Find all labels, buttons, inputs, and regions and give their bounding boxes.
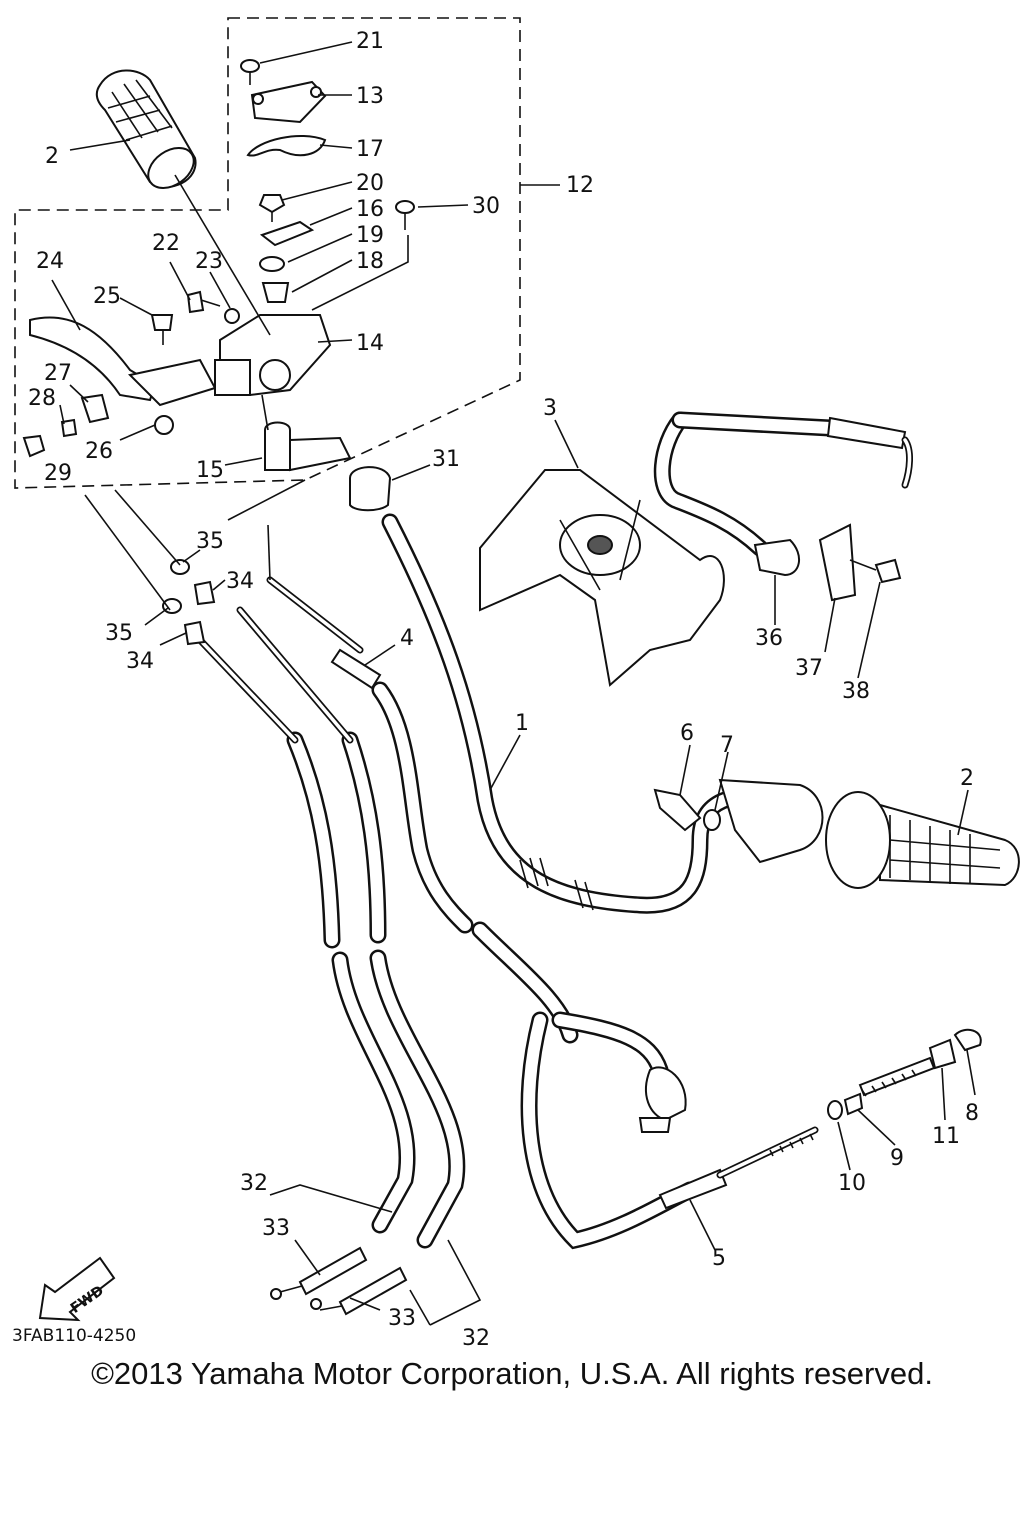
label-29: 29	[44, 461, 72, 486]
assembly-box-outline	[14, 17, 521, 489]
diaphragm-plate	[246, 134, 327, 157]
brake-cable-32	[196, 606, 466, 1316]
label-38: 38	[842, 679, 870, 704]
collar-28	[60, 418, 78, 438]
diagram-code: 3FAB110-4250	[12, 1326, 136, 1346]
adjuster-34	[183, 580, 216, 646]
label-23: 23	[195, 249, 223, 274]
label-2-left: 2	[45, 144, 59, 169]
label-6: 6	[680, 721, 694, 746]
label-25: 25	[93, 284, 121, 309]
right-grip	[718, 778, 1020, 889]
leader-lines	[51, 41, 976, 1326]
bolt-25	[150, 314, 174, 345]
label-32-right: 32	[462, 1326, 490, 1351]
choke-lever-body	[551, 1011, 687, 1133]
label-2-right: 2	[960, 766, 974, 791]
label-16: 16	[356, 197, 384, 222]
label-21: 21	[356, 29, 384, 54]
master-cylinder	[214, 314, 332, 397]
label-33-right: 33	[388, 1306, 416, 1331]
label-19: 19	[356, 223, 384, 248]
reservoir-cap	[250, 80, 327, 124]
label-35-upper: 35	[196, 529, 224, 554]
part-labels: 1 2 2 3 4 5 6 7 8 9 10 11 12 13 14 15 16…	[28, 29, 979, 1351]
label-7: 7	[720, 733, 734, 758]
label-27: 27	[44, 361, 72, 386]
label-32-left: 32	[240, 1171, 268, 1196]
screw-21	[240, 59, 260, 85]
seal-18	[261, 282, 290, 303]
label-15: 15	[196, 458, 224, 483]
label-34-upper: 34	[226, 569, 254, 594]
copyright-notice: ©2013 Yamaha Motor Corporation, U.S.A. A…	[91, 1356, 933, 1391]
bolt-38	[849, 558, 902, 584]
screw-30	[395, 200, 415, 230]
brake-switch-cover	[264, 421, 352, 472]
lock-nut-35	[162, 559, 190, 614]
bracket-37	[818, 523, 857, 602]
bolt-22	[186, 290, 221, 314]
label-26: 26	[85, 439, 113, 464]
label-9: 9	[890, 1146, 904, 1171]
nut-23	[224, 308, 240, 324]
label-18: 18	[356, 249, 384, 274]
washer-19	[259, 256, 285, 272]
handlebar-cover	[479, 469, 725, 687]
label-20: 20	[356, 171, 384, 196]
label-11: 11	[932, 1124, 960, 1149]
label-3: 3	[543, 396, 557, 421]
bracket-16	[259, 220, 315, 247]
adjuster-27	[80, 393, 110, 424]
throttle-adjuster-6	[653, 788, 702, 832]
label-4: 4	[400, 626, 414, 651]
fwd-arrow-icon: FWD	[38, 1256, 116, 1322]
left-grip	[95, 69, 197, 189]
lock-nut-7	[703, 809, 721, 831]
label-24: 24	[36, 249, 64, 274]
label-30: 30	[472, 194, 500, 219]
label-36: 36	[755, 626, 783, 651]
label-34-lower: 34	[126, 649, 154, 674]
upper-throttle-cable	[653, 411, 913, 577]
label-5: 5	[712, 1246, 726, 1271]
label-8: 8	[965, 1101, 979, 1126]
bushing-26	[154, 415, 174, 435]
label-10: 10	[838, 1171, 866, 1196]
bolt-20	[258, 194, 286, 222]
choke-cable	[520, 1011, 819, 1250]
label-12: 12	[566, 173, 594, 198]
label-31: 31	[432, 447, 460, 472]
choke-hardware	[827, 1028, 982, 1120]
label-17: 17	[356, 137, 384, 162]
label-14: 14	[356, 331, 384, 356]
label-1: 1	[515, 711, 529, 736]
clamp-31	[349, 466, 392, 512]
label-33-left: 33	[262, 1216, 290, 1241]
label-22: 22	[152, 231, 180, 256]
label-28: 28	[28, 386, 56, 411]
bolt-29	[22, 434, 46, 458]
label-13: 13	[356, 84, 384, 109]
label-37: 37	[795, 656, 823, 681]
label-35-lower: 35	[105, 621, 133, 646]
